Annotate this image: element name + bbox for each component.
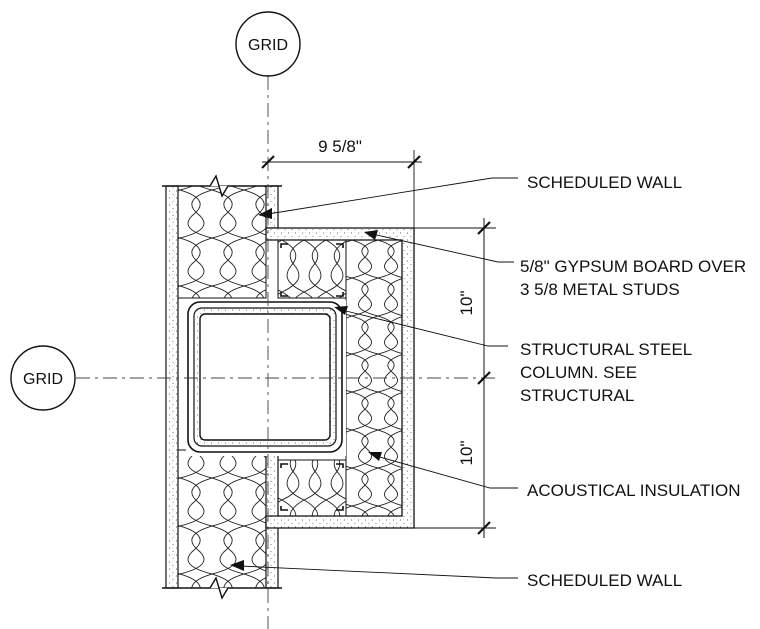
leader-scheduled-wall-top bbox=[267, 177, 518, 215]
callout-insulation: ACOUSTICAL INSULATION bbox=[527, 481, 740, 500]
tick-height-bottom bbox=[477, 521, 491, 535]
callout-scheduled-wall-bottom: SCHEDULED WALL bbox=[527, 571, 682, 590]
leader-column bbox=[341, 309, 508, 347]
callout-scheduled-wall-top: SCHEDULED WALL bbox=[527, 173, 682, 192]
arrowhead-scheduled-wall-top bbox=[258, 208, 272, 219]
callout-column-line3: STRUCTURAL bbox=[520, 386, 634, 405]
dimension-width: 9 5/8" bbox=[261, 137, 422, 228]
stud-cavity-bottom bbox=[277, 459, 347, 517]
dimension-upper-label: 10" bbox=[457, 291, 476, 316]
scheduled-wall-assembly bbox=[162, 174, 282, 600]
leader-gypsum bbox=[371, 233, 514, 263]
grid-bubble-left bbox=[10, 345, 76, 411]
dimension-width-label: 9 5/8" bbox=[318, 137, 362, 156]
dimension-height: 10" 10" bbox=[414, 218, 496, 538]
wall-gypsum-left bbox=[165, 185, 179, 589]
tick-width-left bbox=[261, 155, 275, 169]
callout-column-line1: STRUCTURAL STEEL bbox=[520, 340, 692, 359]
metal-stud-bottom-right bbox=[336, 463, 344, 511]
grid-label-top: GRID bbox=[248, 37, 288, 54]
wall-insulation-bottom bbox=[177, 449, 267, 589]
arrowhead-insulation bbox=[368, 452, 382, 461]
callout-column-line2: COLUMN. SEE bbox=[520, 363, 637, 382]
metal-stud-top-right bbox=[336, 243, 344, 297]
wall-insulation-top bbox=[177, 185, 267, 299]
callout-gypsum-line1: 5/8" GYPSUM BOARD OVER bbox=[520, 257, 746, 276]
callout-labels: SCHEDULED WALL 5/8" GYPSUM BOARD OVER 3 … bbox=[520, 173, 746, 590]
stud-cavity-top bbox=[277, 239, 347, 299]
leaders bbox=[230, 177, 518, 579]
grid-label-left: GRID bbox=[23, 371, 63, 388]
break-line-top bbox=[162, 174, 282, 198]
break-line-bottom bbox=[162, 576, 282, 600]
arrowhead-column bbox=[334, 306, 348, 315]
grid-lines: GRID GRID bbox=[10, 11, 500, 629]
tick-height-mid bbox=[477, 371, 491, 385]
grid-bubble-top bbox=[235, 11, 301, 77]
dimension-lower-label: 10" bbox=[457, 441, 476, 466]
column-hollow bbox=[199, 313, 331, 441]
callout-gypsum-line2: 3 5/8 METAL STUDS bbox=[520, 280, 680, 299]
arrowhead-scheduled-wall-bottom bbox=[230, 560, 244, 571]
arrowhead-gypsum bbox=[364, 230, 378, 240]
tick-width-right bbox=[407, 155, 421, 169]
metal-stud-top-left bbox=[280, 243, 288, 297]
metal-stud-bottom-left bbox=[280, 463, 288, 511]
leader-insulation bbox=[375, 455, 518, 489]
tick-height-top bbox=[477, 221, 491, 235]
leader-scheduled-wall-bottom bbox=[239, 565, 518, 579]
